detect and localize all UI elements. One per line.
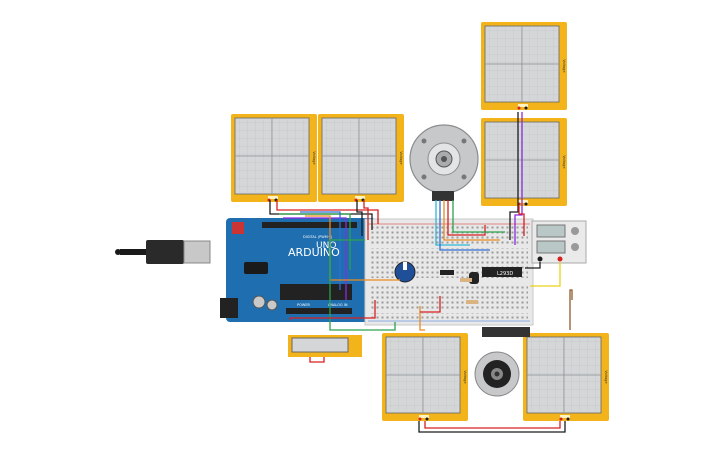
analog-pins-label: ANALOG IN bbox=[328, 303, 348, 307]
stepper-motor[interactable] bbox=[409, 124, 479, 201]
dc-motor[interactable] bbox=[474, 327, 530, 397]
oscilloscope-1[interactable] bbox=[230, 113, 318, 203]
usb-cable[interactable] bbox=[115, 240, 211, 264]
digital-pins-label: DIGITAL (PWM~) bbox=[303, 235, 333, 239]
power-pins-label: POWER bbox=[297, 303, 311, 307]
oscilloscope-4[interactable] bbox=[480, 117, 568, 207]
l293d-driver[interactable]: L293D bbox=[482, 267, 522, 277]
power-jack[interactable] bbox=[220, 298, 238, 318]
motor-driver-label: L293D bbox=[497, 271, 513, 277]
oscilloscope-5[interactable] bbox=[381, 332, 469, 422]
oscilloscope-2[interactable] bbox=[317, 113, 405, 203]
wires bbox=[269, 112, 573, 433]
multimeter[interactable] bbox=[288, 335, 362, 357]
atmega-chip bbox=[280, 284, 352, 300]
resistor[interactable] bbox=[440, 270, 478, 304]
arduino-brand-text: ARDUINO bbox=[288, 246, 340, 259]
arduino-model-text: UNO bbox=[316, 241, 336, 251]
oscilloscope-6[interactable] bbox=[522, 332, 610, 422]
oscilloscope-3[interactable] bbox=[480, 21, 568, 111]
potentiometer[interactable] bbox=[394, 261, 416, 283]
power-supply[interactable] bbox=[531, 220, 587, 264]
reset-button[interactable] bbox=[232, 222, 244, 234]
arduino-uno[interactable]: ARDUINO UNO DIGITAL (PWM~) POWER ANALOG … bbox=[220, 218, 376, 322]
